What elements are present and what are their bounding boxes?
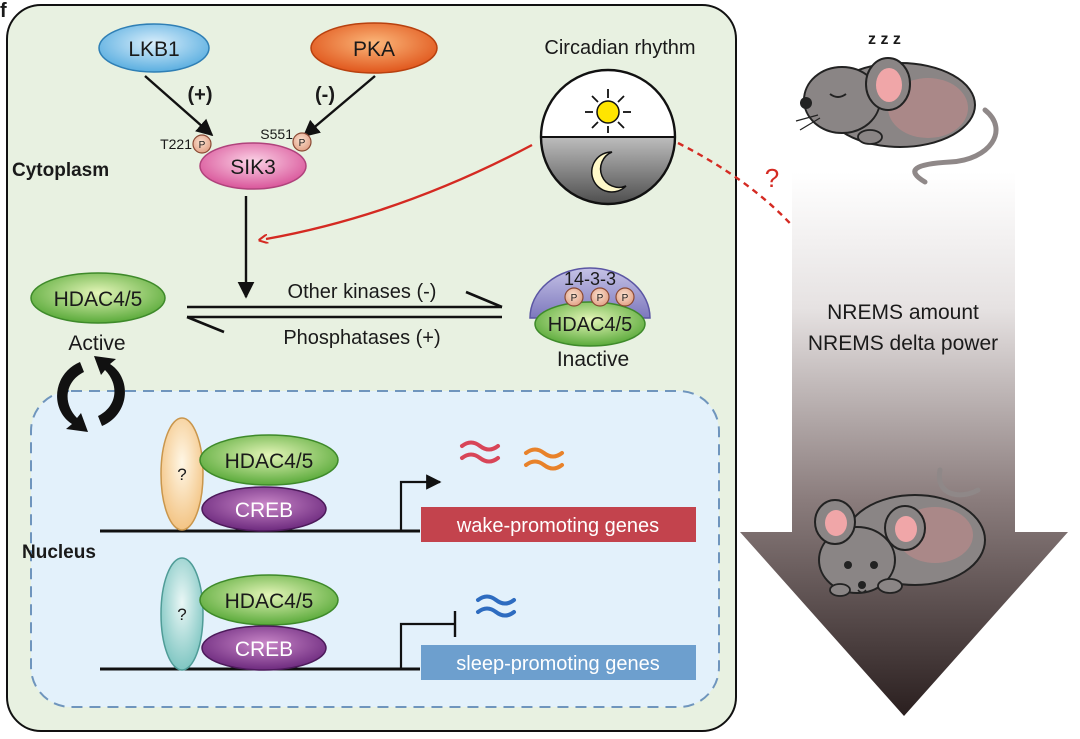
t221-phospho-icon: P bbox=[192, 134, 212, 154]
sleep-repression-arrow bbox=[399, 622, 455, 669]
sun-icon bbox=[585, 89, 631, 133]
inactive-state-label: Inactive bbox=[557, 348, 629, 371]
wake-creb-node bbox=[201, 486, 327, 532]
inactive-hdac45-node bbox=[534, 301, 646, 347]
circadian-to-sik3-arrow bbox=[266, 143, 533, 239]
awake-mouse-icon bbox=[814, 467, 986, 597]
lkb1-node: LKB1 bbox=[98, 23, 210, 73]
sik3-node: SIK3 bbox=[199, 142, 307, 190]
other-kinases-label: Other kinases (-) bbox=[288, 281, 437, 303]
svg-text:P: P bbox=[299, 138, 306, 149]
s551-site-label: S551 bbox=[260, 126, 293, 142]
nrems-delta-power-label: NREMS delta power bbox=[808, 332, 998, 355]
inactive-complex: 14-3-3 P P P HDAC4/5 bbox=[529, 267, 651, 347]
sleep-creb-label: CREB bbox=[235, 638, 293, 661]
phosphatases-label: Phosphatases (+) bbox=[283, 327, 440, 349]
pka-label: PKA bbox=[353, 38, 395, 61]
svg-text:P: P bbox=[199, 140, 206, 151]
sleep-promoter-complex: ? HDAC4/5 CREB sleep-promoting genes bbox=[100, 557, 696, 680]
wake-hdac45-label: HDAC4/5 bbox=[225, 450, 314, 473]
inactive-hdac45-label: HDAC4/5 bbox=[548, 314, 632, 336]
svg-text:P: P bbox=[571, 293, 578, 304]
wake-unknown-factor bbox=[160, 417, 204, 531]
lkb1-label: LKB1 bbox=[128, 38, 179, 61]
sik3-label: SIK3 bbox=[230, 156, 276, 179]
active-hdac45-label: HDAC4/5 bbox=[54, 288, 143, 311]
svg-text:P: P bbox=[622, 293, 629, 304]
sleep-unknown-label: ? bbox=[177, 605, 186, 624]
wake-hdac45-node bbox=[199, 434, 339, 486]
sleep-zzz-label: z z z bbox=[868, 31, 901, 48]
moon-icon bbox=[590, 151, 627, 193]
wake-genes-bar bbox=[421, 507, 696, 542]
wake-genes-label: wake-promoting genes bbox=[456, 515, 659, 537]
cytoplasm-label: Cytoplasm bbox=[12, 160, 109, 181]
sleep-mrna-icon bbox=[476, 594, 516, 618]
lkb1-arrow bbox=[144, 75, 214, 137]
inactive-phospho-icons: P P P bbox=[564, 287, 635, 307]
sleeping-mouse-icon bbox=[795, 57, 999, 185]
wake-creb-label: CREB bbox=[235, 499, 293, 522]
sleep-hdac45-node bbox=[199, 574, 339, 626]
nrems-amount-label: NREMS amount bbox=[827, 301, 979, 324]
sleep-genes-bar bbox=[421, 645, 696, 680]
svg-text:P: P bbox=[597, 293, 604, 304]
equilibrium-arrows bbox=[186, 290, 503, 334]
wake-mrna-icon bbox=[460, 440, 564, 471]
active-hdac45-node: HDAC4/5 bbox=[30, 272, 166, 324]
nrems-increase-big-arrow bbox=[740, 172, 1068, 716]
panel-letter: f bbox=[0, 0, 7, 22]
sleep-genes-label: sleep-promoting genes bbox=[456, 653, 659, 675]
sleep-creb-node bbox=[201, 625, 327, 671]
pka-node: PKA bbox=[310, 22, 438, 74]
wake-promoter-complex: ? HDAC4/5 CREB wake-promoting genes bbox=[100, 417, 696, 542]
t221-site-label: T221 bbox=[160, 136, 192, 152]
chaperone-label: 14-3-3 bbox=[564, 269, 616, 289]
active-state-label: Active bbox=[68, 332, 125, 355]
s551-phospho-icon: P bbox=[292, 132, 312, 152]
circadian-label: Circadian rhythm bbox=[544, 37, 695, 59]
pka-effect-label: (-) bbox=[315, 84, 335, 106]
lkb1-effect-label: (+) bbox=[188, 84, 213, 106]
sleep-unknown-factor bbox=[160, 557, 204, 671]
day-night-icon bbox=[539, 68, 677, 206]
unknown-link-question-mark: ? bbox=[765, 163, 779, 193]
sleep-hdac45-label: HDAC4/5 bbox=[225, 590, 314, 613]
nucleus-label: Nucleus bbox=[22, 542, 96, 563]
wake-unknown-label: ? bbox=[177, 465, 186, 484]
pka-arrow bbox=[302, 75, 376, 138]
nuclear-shuttle-cycle-icon bbox=[57, 356, 125, 432]
wake-activation-arrow bbox=[399, 474, 442, 531]
